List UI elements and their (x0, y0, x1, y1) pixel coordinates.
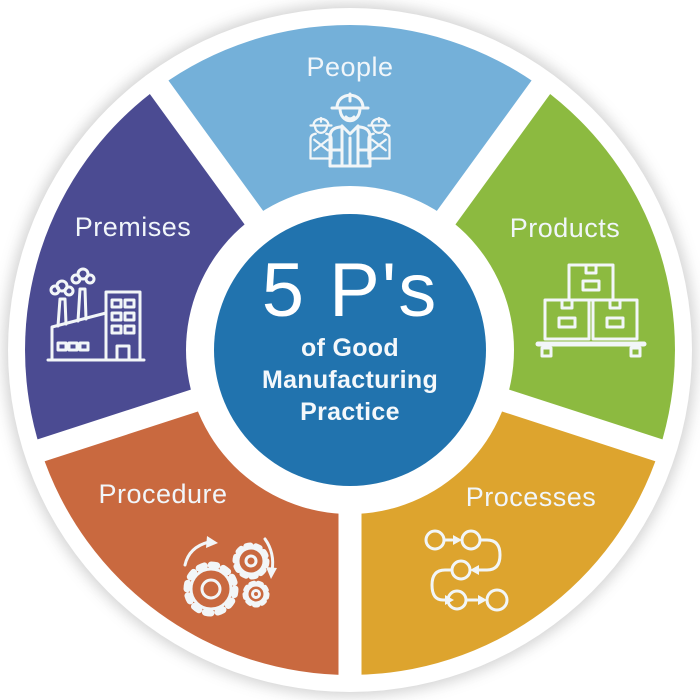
label-products: Products (510, 213, 621, 243)
label-premises: Premises (75, 212, 192, 242)
label-people: People (306, 52, 393, 82)
center-circle (214, 214, 486, 486)
label-procedure: Procedure (98, 479, 227, 509)
gears-icon (183, 536, 277, 617)
factory-icon (46, 267, 146, 362)
construction-workers-icon (309, 92, 391, 168)
process-flow-icon (424, 529, 509, 612)
label-processes: Processes (466, 482, 597, 512)
center-heading: 5 P's (262, 248, 439, 333)
center-subtitle-line2: Manufacturing (262, 366, 438, 394)
center-subtitle-line1: of Good (301, 334, 399, 362)
center-subtitle-line3: Practice (300, 398, 400, 426)
boxes-on-pallet-icon (535, 263, 647, 358)
